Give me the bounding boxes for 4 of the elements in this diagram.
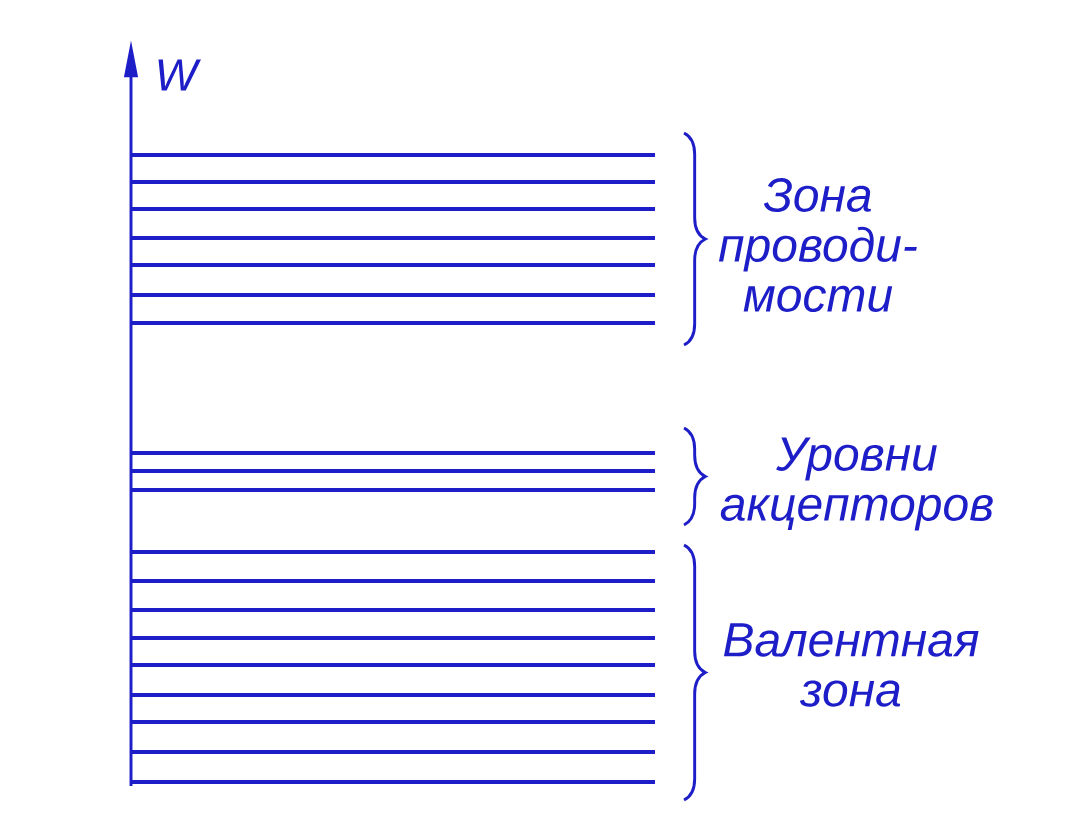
band-label: Валентная зона (723, 623, 979, 707)
band-label: Зона проводи-мости (718, 178, 917, 312)
band-label: Уровни акцепторов (720, 437, 993, 531)
axis-label: W (158, 59, 201, 91)
